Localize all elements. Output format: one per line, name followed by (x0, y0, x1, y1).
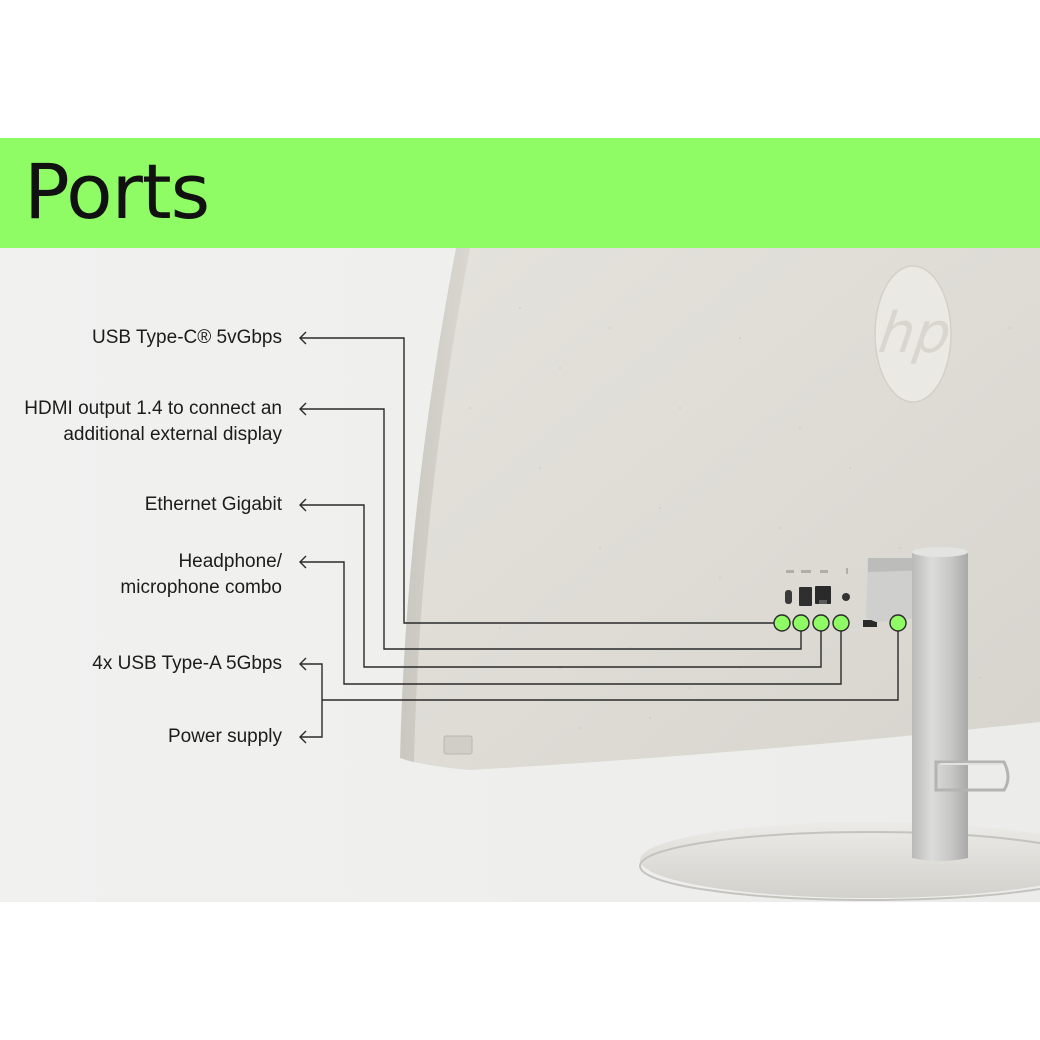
callout-line-hdmi (300, 408, 802, 650)
usb-a-port (863, 620, 877, 627)
usb-c-port (785, 590, 792, 604)
callout-label-power: Power supply (167, 726, 282, 747)
svg-text:hp: hp (875, 301, 955, 366)
callout-line-usb-c (300, 337, 782, 624)
cable-ring (934, 760, 1010, 792)
callout-label-ethernet: Ethernet Gigabit (144, 494, 282, 515)
callout-line-trunk (322, 631, 899, 701)
header-band (0, 138, 1040, 248)
headphone-jack (842, 593, 850, 601)
callout-label-usb-c: USB Type-C® 5vGbps (92, 327, 282, 348)
callout-line-ethernet (300, 504, 822, 668)
port-marker-circle-icon (889, 614, 907, 632)
monitor-texture (469, 307, 1011, 729)
port-marker-circle-icon (773, 614, 791, 632)
arrow-left-icon (299, 402, 307, 416)
callout-label-headphone: Headphone/ microphone combo (120, 551, 282, 598)
arrow-left-icon (299, 730, 307, 744)
arrow-left-icon (299, 498, 307, 512)
stand-base-edge (639, 831, 1040, 901)
arrow-left-icon (299, 657, 307, 671)
callout-label-usb-a: 4x USB Type-A 5Gbps (92, 653, 282, 674)
page-title: Ports (24, 147, 210, 236)
monitor-back (404, 248, 1040, 770)
port-panel (785, 568, 877, 627)
callout-line-usb-a-power (300, 663, 323, 738)
ethernet-port (815, 586, 831, 604)
monitor-edge (400, 248, 470, 762)
port-marker-circle-icon (792, 614, 810, 632)
monitor-button (443, 735, 473, 755)
arrow-left-icon (299, 331, 307, 345)
hdmi-port (799, 587, 812, 606)
port-marker-circle-icon (832, 614, 850, 632)
stand-pole (912, 550, 968, 861)
port-marker-circle-icon (812, 614, 830, 632)
callout-label-hdmi: HDMI output 1.4 to connect an additional… (24, 398, 282, 445)
callout-lines (299, 331, 907, 744)
hp-logo-icon: hp (874, 265, 955, 403)
arrow-left-icon (299, 555, 307, 569)
callout-line-headphone (300, 561, 842, 685)
product-photo: hp (0, 248, 1040, 902)
